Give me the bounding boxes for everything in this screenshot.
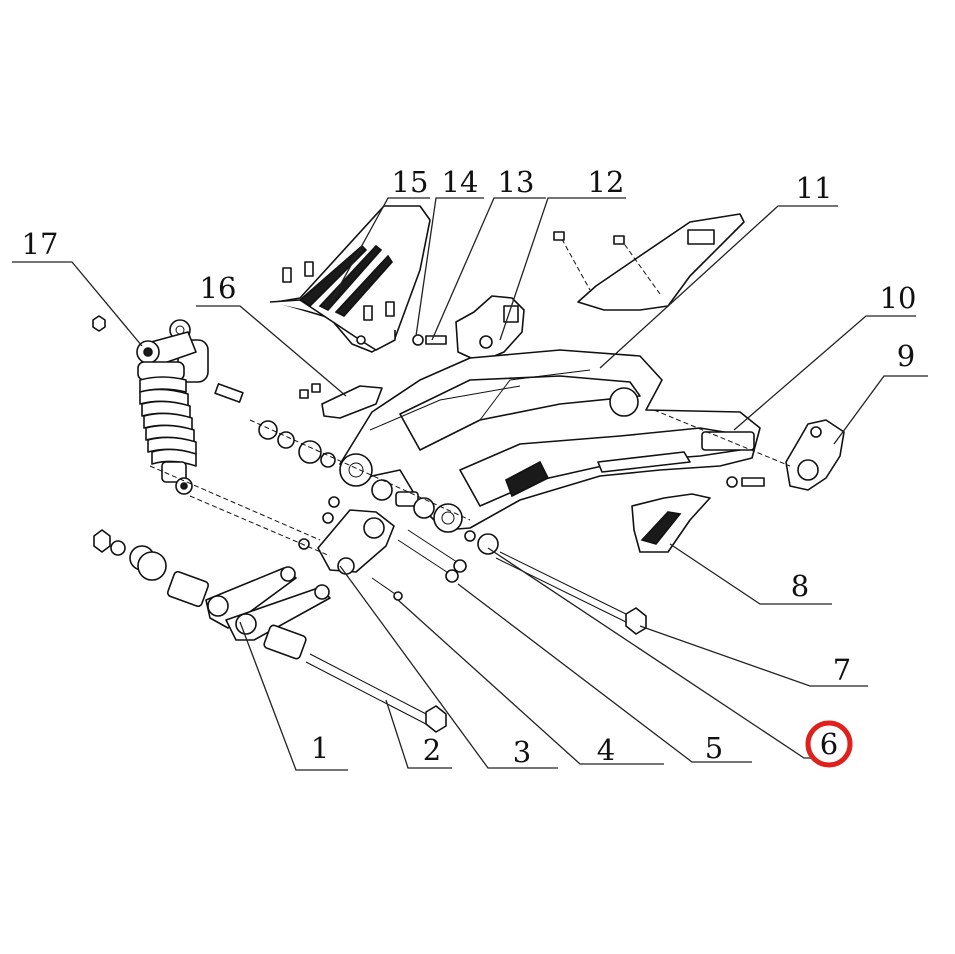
pivot-hardware <box>214 383 499 555</box>
callout-1: 1 <box>239 621 348 771</box>
callout-16-number: 16 <box>200 271 237 305</box>
callout-15: 15 <box>331 165 430 301</box>
callout-15-number: 15 <box>392 165 429 199</box>
chain-slider <box>553 213 745 311</box>
highlight-ring <box>805 720 853 768</box>
callout-7-number: 7 <box>833 653 851 687</box>
callout-16: 16 <box>196 271 347 397</box>
callout-4: 4 <box>397 599 664 767</box>
swingarm-body <box>339 349 761 533</box>
callout-8: 8 <box>669 543 832 605</box>
callout-11-number: 11 <box>796 171 833 205</box>
callout-3-number: 3 <box>513 735 531 769</box>
bolt-and-nut-small <box>412 334 447 346</box>
callout-10: 10 <box>733 281 917 431</box>
callout-6-number: 6 <box>820 727 838 761</box>
callout-5-number: 5 <box>705 731 723 765</box>
small-guide <box>299 383 383 419</box>
callout-6: 6 <box>487 547 853 768</box>
callout-8-number: 8 <box>791 569 809 603</box>
callout-17: 17 <box>12 227 143 347</box>
chain-guard <box>269 205 431 353</box>
callout-5: 5 <box>457 583 752 765</box>
callout-11: 11 <box>599 171 838 369</box>
callout-3: 3 <box>339 565 558 769</box>
callout-2: 2 <box>385 699 452 769</box>
callout-13: 13 <box>431 165 546 341</box>
shock-absorber <box>92 315 209 495</box>
callout-9-number: 9 <box>897 339 915 373</box>
callout-14-number: 14 <box>442 165 479 199</box>
callout-7: 7 <box>639 625 868 687</box>
lower-chain-slider <box>631 493 711 553</box>
axle-adjuster-plate <box>726 419 845 491</box>
callout-13-number: 13 <box>498 165 535 199</box>
callout-14: 14 <box>415 165 484 337</box>
callout-4-number: 4 <box>597 733 615 767</box>
callouts: 1 2 3 4 5 6 7 8 <box>12 165 928 771</box>
mounting-bracket <box>455 295 525 363</box>
callout-1-number: 1 <box>311 731 329 765</box>
callout-9: 9 <box>833 339 928 445</box>
alignment-lines <box>149 409 791 557</box>
callout-12-number: 12 <box>588 165 625 199</box>
callout-17-number: 17 <box>22 227 59 261</box>
swingarm-assembly <box>92 205 845 733</box>
callout-2-number: 2 <box>423 733 441 767</box>
callout-10-number: 10 <box>880 281 917 315</box>
linkage-assembly <box>93 496 647 733</box>
callout-12: 12 <box>499 165 626 341</box>
